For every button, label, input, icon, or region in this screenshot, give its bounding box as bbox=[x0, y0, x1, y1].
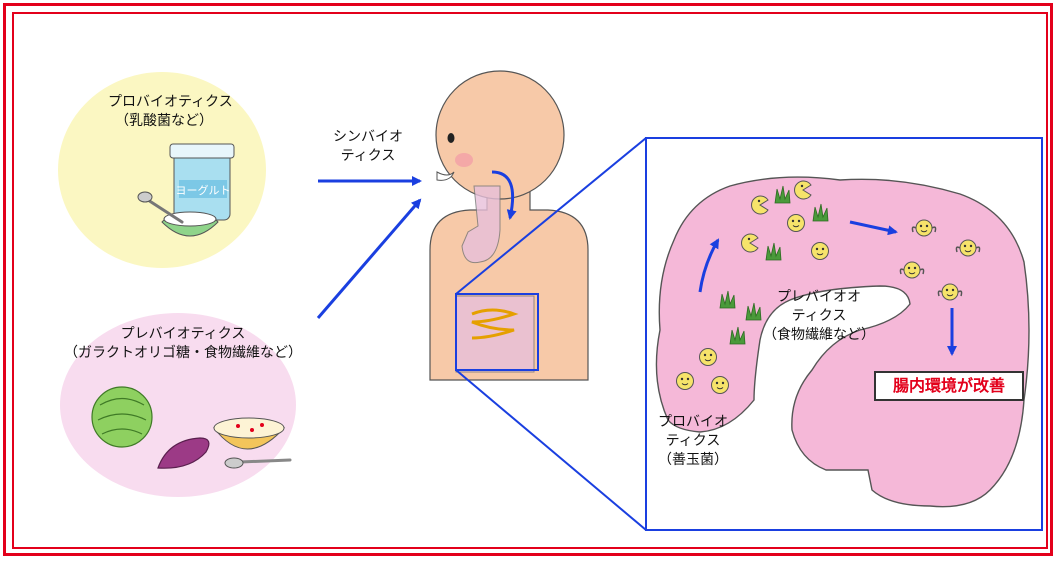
probiotics-title: プロバイオティクス bbox=[108, 93, 220, 112]
intestine-probiotics-line1: プロバイオ bbox=[648, 413, 738, 432]
yogurt-label: ヨーグルト bbox=[176, 183, 231, 197]
intestine-prebiotics-line3: （食物繊維など） bbox=[754, 326, 884, 345]
prebiotics-subtitle: （ガラクトオリゴ糖・食物繊維など） bbox=[58, 344, 308, 363]
cheek bbox=[455, 153, 473, 167]
eye bbox=[448, 133, 455, 143]
intestine-prebiotics-line1: プレバイオオ bbox=[764, 288, 874, 307]
synbiotics-line1: シンバイオ bbox=[318, 128, 418, 147]
prebiotics-arrow bbox=[318, 200, 420, 318]
synbiotics-line2: ティクス bbox=[318, 147, 418, 166]
prebiotics-title: プレバイオティクス bbox=[68, 325, 298, 344]
intestine-probiotics-line3: （善玉菌） bbox=[648, 451, 738, 470]
intestine-probiotics-line2: ティクス bbox=[648, 432, 738, 451]
result-label: 腸内環境が改善 bbox=[874, 371, 1024, 401]
human-figure bbox=[430, 71, 588, 380]
probiotics-subtitle: （乳酸菌など） bbox=[108, 112, 220, 131]
intestine-prebiotics-line2: ティクス bbox=[764, 307, 874, 326]
cabbage-icon bbox=[92, 387, 152, 447]
